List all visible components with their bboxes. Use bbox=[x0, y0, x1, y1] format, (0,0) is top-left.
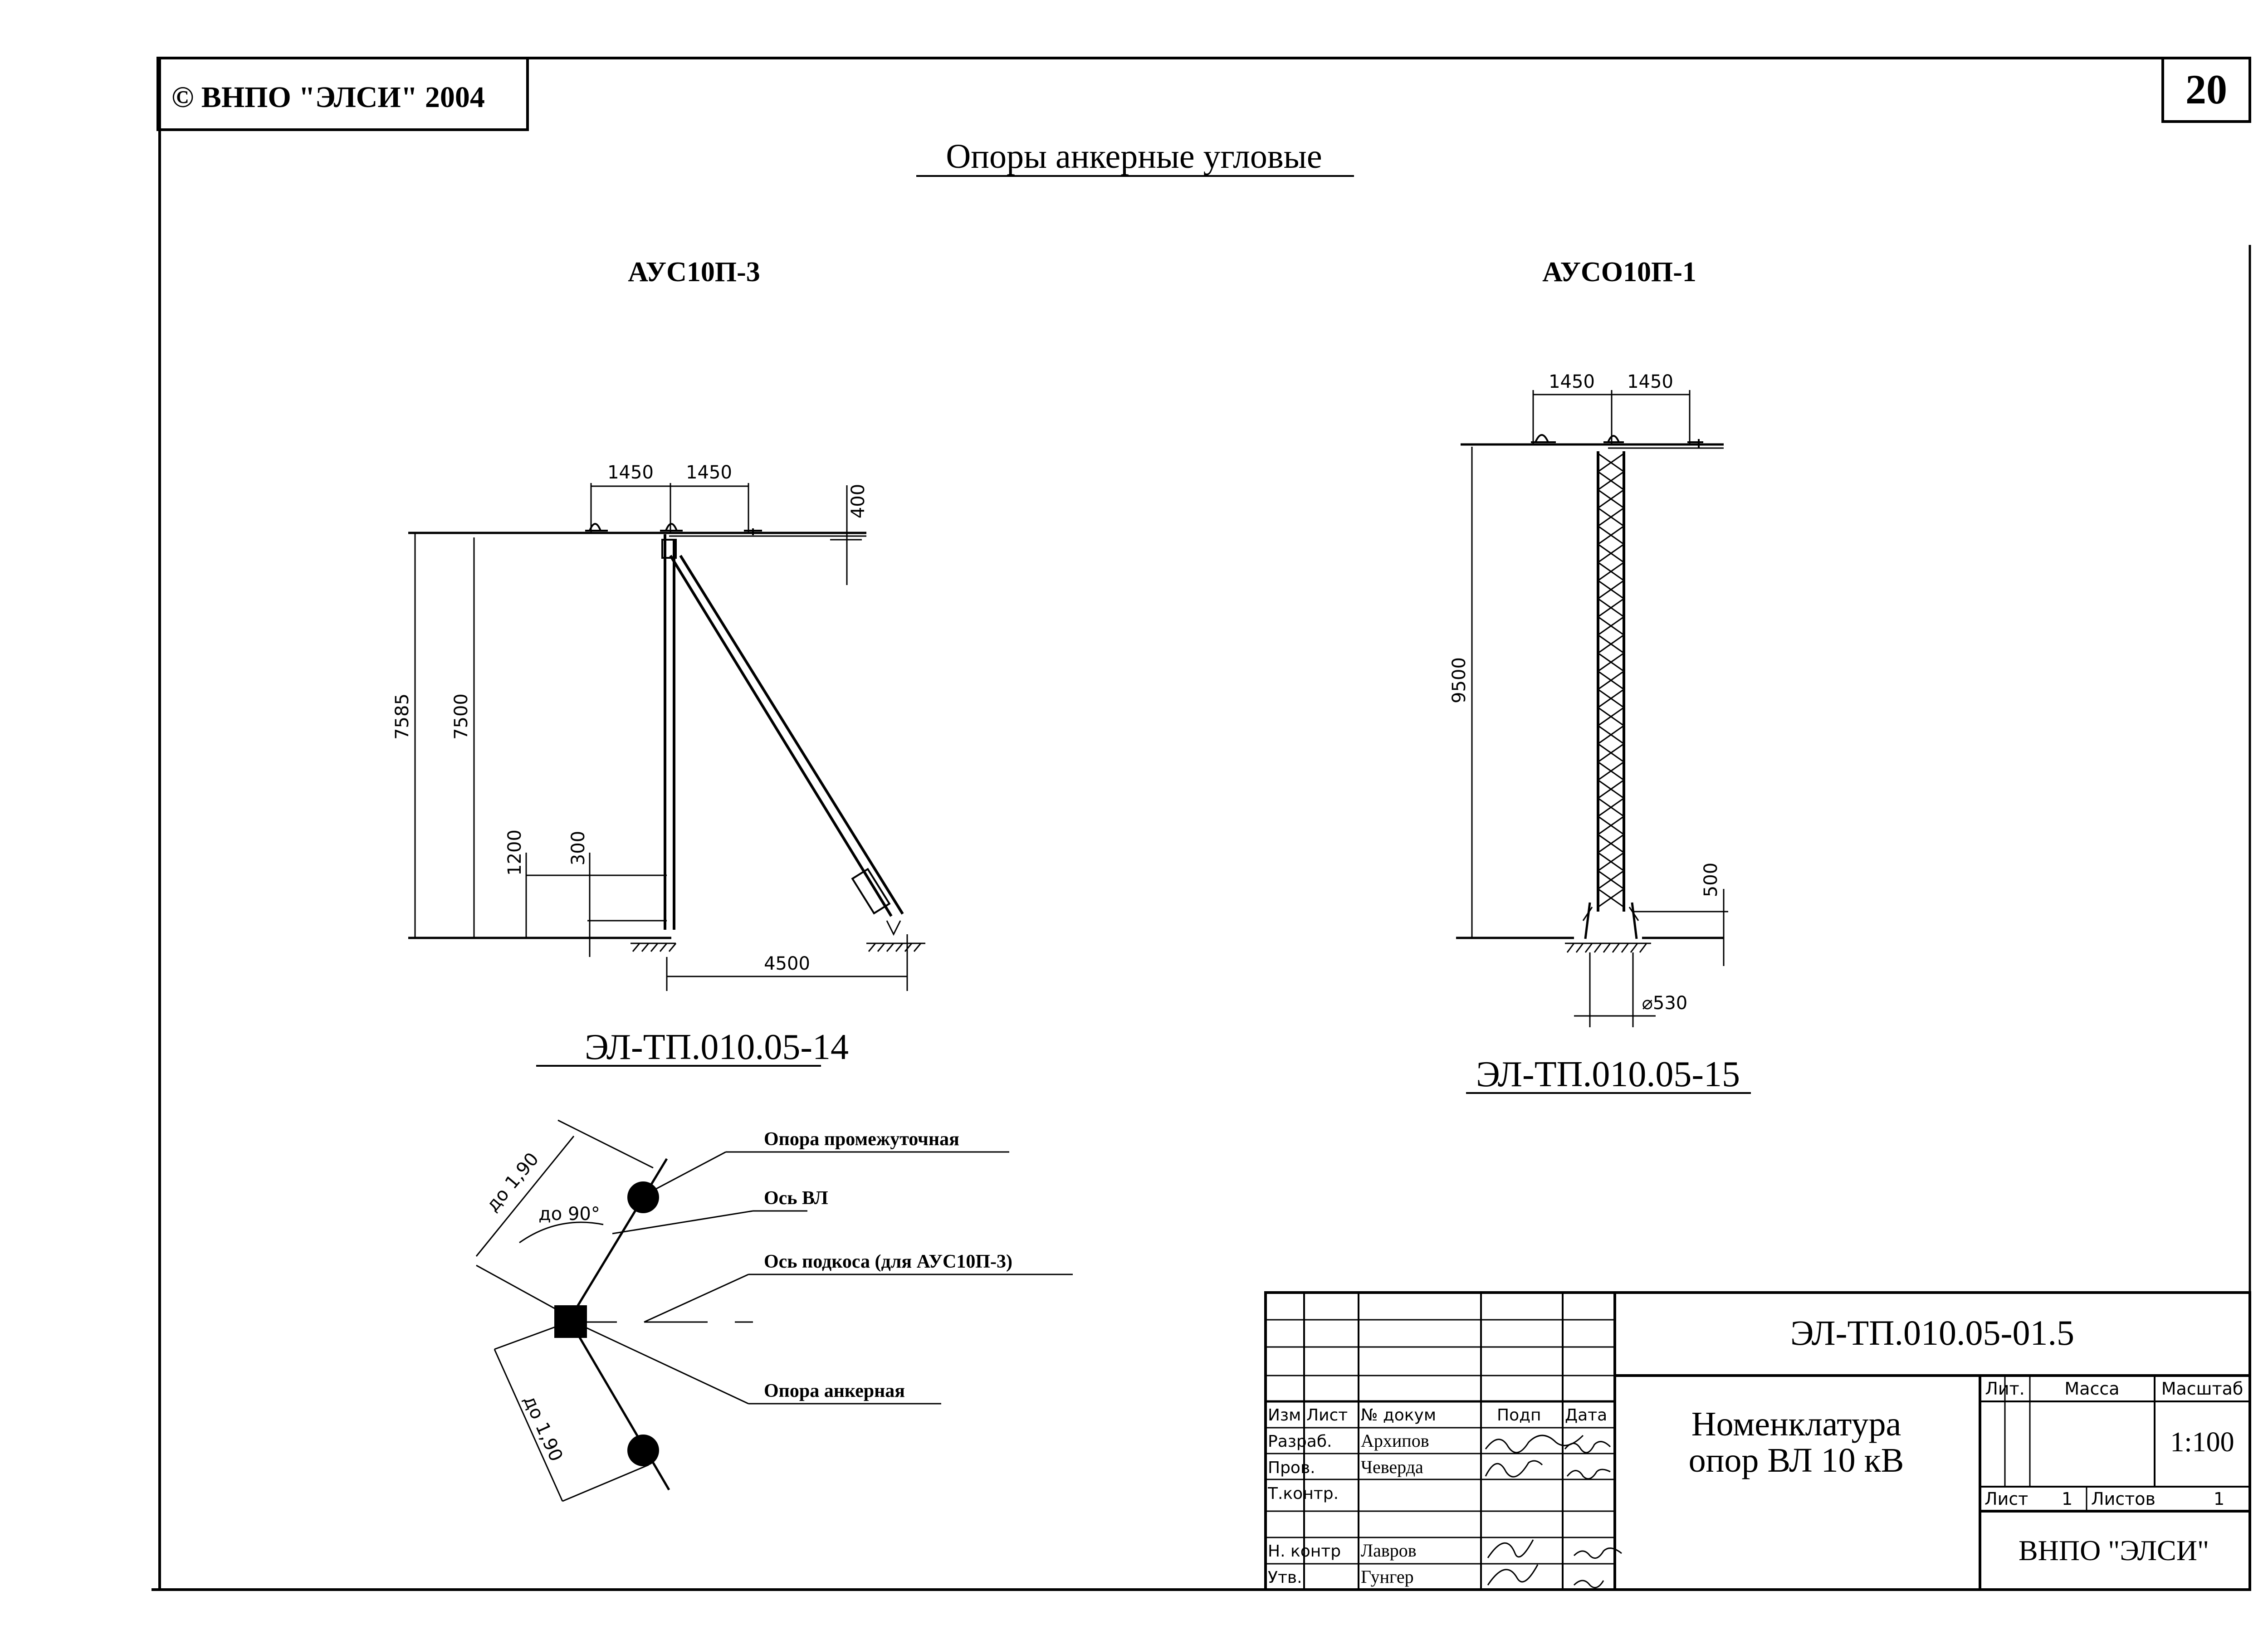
sheet-label: Лист bbox=[1984, 1489, 2028, 1509]
left-dimension-lines bbox=[414, 483, 908, 991]
title-block-column-headers: Изм Лист № докум Подп Дата bbox=[1268, 1406, 1607, 1425]
scheme-label-anchor: Опора анкерная bbox=[764, 1381, 905, 1401]
title-block-doc-title-line2: опор ВЛ 10 кВ bbox=[1689, 1441, 1904, 1479]
dim-right-base-500: 500 bbox=[1701, 863, 1721, 897]
col-date: Дата bbox=[1565, 1406, 1607, 1425]
scheme-span-top: до 1,90 bbox=[482, 1149, 543, 1215]
title-block-grid bbox=[1264, 1291, 2251, 1591]
dim-right-diameter: ⌀530 bbox=[1642, 993, 1687, 1014]
scheme-labels: Опора промежуточная Ось ВЛ Ось подкоса (… bbox=[764, 1129, 1012, 1401]
dim-right-height: 9500 bbox=[1449, 657, 1470, 703]
scheme-span-bottom: до 1,90 bbox=[519, 1392, 567, 1464]
left-support-name: АУС10П-3 bbox=[628, 257, 760, 288]
sheet-title: Опоры анкерные угловые bbox=[946, 137, 1322, 176]
col-sign: Подп bbox=[1497, 1406, 1541, 1425]
anchor-support-marker bbox=[554, 1305, 587, 1338]
sign-name-4: Гунгер bbox=[1361, 1566, 1414, 1587]
sign-role-3: Н. контр bbox=[1268, 1542, 1341, 1561]
dim-left-lower-1200: 1200 bbox=[504, 830, 525, 876]
dim-left-arm-left: 1450 bbox=[607, 462, 654, 483]
right-support-code: ЭЛ-ТП.010.05-15 bbox=[1476, 1054, 1740, 1094]
scheme-angle: до 90° bbox=[538, 1204, 600, 1225]
sign-name-0: Архипов bbox=[1361, 1430, 1429, 1451]
dim-left-lower-300: 300 bbox=[568, 831, 589, 865]
dim-left-arm-right: 1450 bbox=[686, 462, 732, 483]
sheets-value: 1 bbox=[2214, 1489, 2224, 1509]
col-list: Лист bbox=[1306, 1406, 1348, 1425]
scale-label: Масштаб bbox=[2161, 1379, 2244, 1399]
title-block-doc-code: ЭЛ-ТП.010.05-01.5 bbox=[1790, 1313, 2074, 1352]
sign-name-1: Чеверда bbox=[1361, 1457, 1423, 1477]
right-dimension-labels: 1450 1450 9500 500 ⌀530 bbox=[1449, 371, 1721, 1014]
dim-left-top-offset: 400 bbox=[848, 484, 869, 518]
sign-name-3: Лавров bbox=[1361, 1540, 1417, 1561]
sign-role-4: Утв. bbox=[1268, 1568, 1302, 1587]
left-dimension-labels: 1450 1450 400 7585 7500 1200 300 4500 bbox=[392, 462, 869, 974]
scheme-label-intermediate: Опора промежуточная bbox=[764, 1129, 959, 1150]
sign-role-2: Т.контр. bbox=[1267, 1484, 1339, 1503]
right-dimension-lines bbox=[1471, 390, 1728, 1027]
col-izm: Изм bbox=[1268, 1406, 1301, 1425]
organization-name: ВНПО "ЭЛСИ" bbox=[2019, 1534, 2209, 1566]
title-block-right-cells: Лит. Масса Масштаб 1:100 Лист 1 Листов 1 bbox=[1984, 1379, 2243, 1509]
dim-right-arm-left: 1450 bbox=[1549, 371, 1595, 392]
dim-left-strut-base: 4500 bbox=[764, 953, 810, 974]
scale-value: 1:100 bbox=[2170, 1427, 2234, 1458]
intermediate-support-marker-2 bbox=[627, 1435, 659, 1466]
right-support-name: АУСО10П-1 bbox=[1542, 257, 1696, 288]
left-support-drawing bbox=[408, 523, 925, 952]
intermediate-support-marker bbox=[627, 1181, 659, 1213]
mass-label: Масса bbox=[2064, 1379, 2119, 1399]
sheets-label: Листов bbox=[2091, 1489, 2156, 1509]
sheet-frame bbox=[152, 57, 2251, 1591]
sheet-value: 1 bbox=[2062, 1489, 2072, 1509]
dim-right-arm-right: 1450 bbox=[1627, 371, 1673, 392]
sign-role-1: Пров. bbox=[1268, 1459, 1315, 1477]
scheme-label-strut-axis: Ось подкоса (для АУС10П-3) bbox=[764, 1251, 1012, 1272]
dim-left-height-main: 7500 bbox=[451, 693, 472, 740]
lit-label: Лит. bbox=[1985, 1379, 2025, 1399]
sign-role-0: Разраб. bbox=[1268, 1432, 1332, 1451]
copyright-label: © ВНПО "ЭЛСИ" 2004 bbox=[171, 81, 485, 114]
col-doc-num: № докум bbox=[1361, 1406, 1436, 1425]
title-block-doc-title-line1: Номенклатура bbox=[1691, 1405, 1901, 1443]
right-support-drawing bbox=[1456, 434, 1724, 953]
left-support-code: ЭЛ-ТП.010.05-14 bbox=[585, 1027, 849, 1067]
scheme-label-line-axis: Ось ВЛ bbox=[764, 1188, 828, 1209]
title-block-signatures: Разраб. Архипов Пров. Чеверда Т.контр. Н… bbox=[1267, 1430, 1622, 1589]
scheme-drawing bbox=[475, 1119, 1073, 1502]
dim-left-height-total: 7585 bbox=[392, 693, 413, 740]
page-number: 20 bbox=[2185, 66, 2227, 112]
